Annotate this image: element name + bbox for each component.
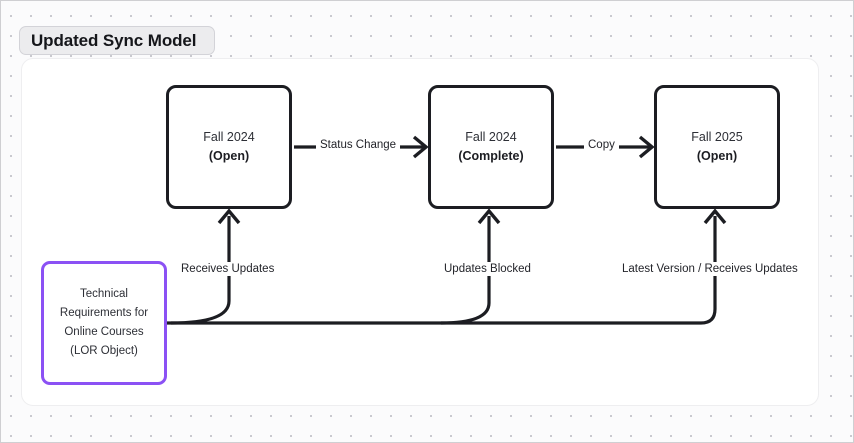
edge-label-latest-version-receives-updates: Latest Version / Receives Updates	[618, 262, 802, 276]
node-fall2024-complete[interactable]: Fall 2024 (Complete)	[428, 85, 554, 209]
node-lor-line-1: Technical	[80, 288, 128, 300]
edge-label-updates-blocked: Updates Blocked	[440, 262, 535, 276]
node-term: Fall 2024	[465, 130, 517, 144]
node-lor-line-3: Online Courses	[64, 326, 144, 338]
node-term: Fall 2025	[691, 130, 743, 144]
node-fall2024-open[interactable]: Fall 2024 (Open)	[166, 85, 292, 209]
node-lor-line-2: Requirements for	[59, 307, 149, 319]
node-lor-line-4: (LOR Object)	[70, 345, 138, 357]
node-fall2025-open[interactable]: Fall 2025 (Open)	[654, 85, 780, 209]
edge-label-copy: Copy	[584, 138, 619, 152]
node-status: (Open)	[208, 149, 250, 163]
edge-label-status-change: Status Change	[316, 138, 401, 152]
diagram-title-pill: Updated Sync Model	[19, 26, 215, 55]
node-term: Fall 2024	[203, 130, 255, 144]
node-status: (Complete)	[458, 149, 524, 163]
node-status: (Open)	[696, 149, 738, 163]
node-lor-object[interactable]: Technical Requirements for Online Course…	[41, 261, 167, 385]
edge-label-receives-updates: Receives Updates	[177, 262, 279, 276]
page-title: Updated Sync Model	[31, 30, 197, 50]
